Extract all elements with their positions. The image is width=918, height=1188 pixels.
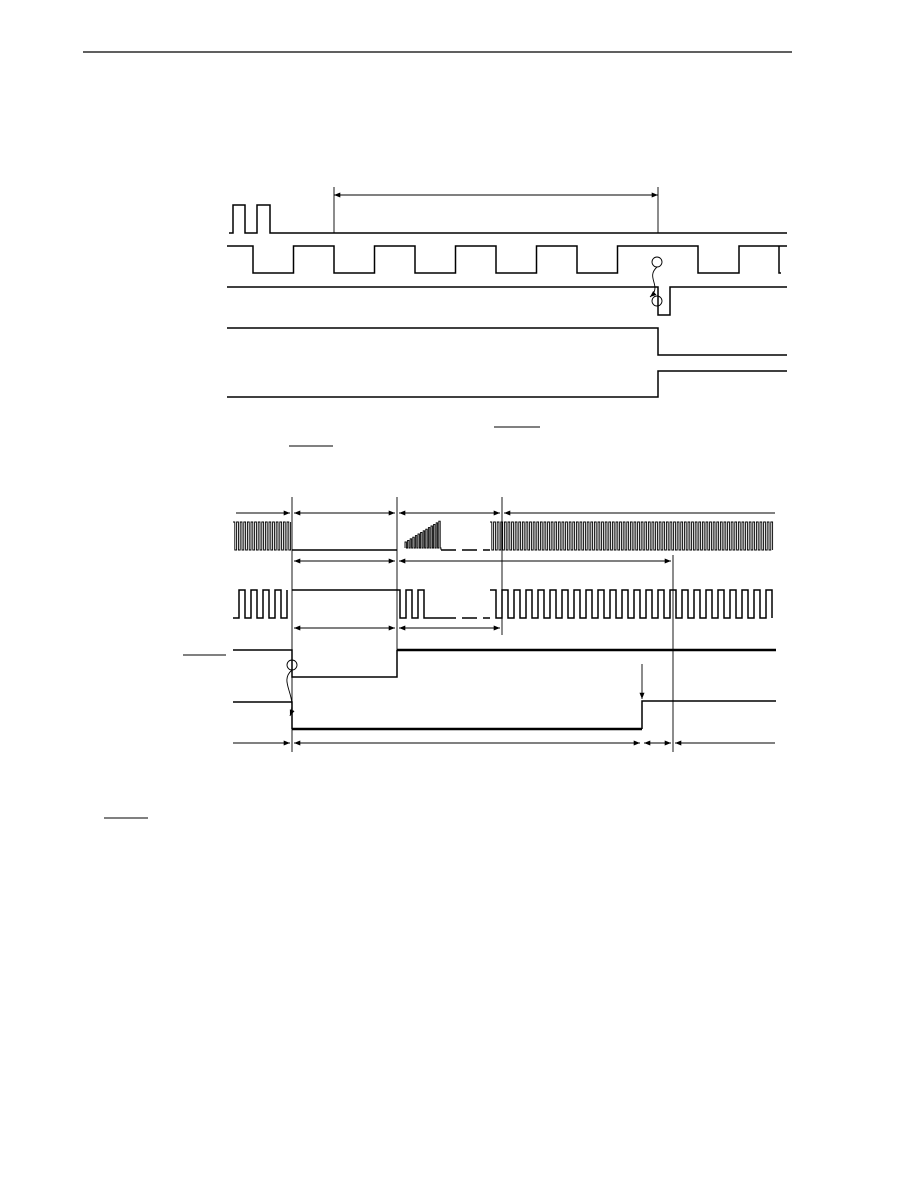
slow-clock-waveform: [227, 245, 787, 274]
cpu-clock-before: [233, 589, 288, 619]
main-clock-restart-ramp: [404, 520, 442, 550]
main-clock-burst-after: [490, 521, 774, 551]
pulse-train-waveform: [229, 204, 787, 234]
trigger-circle-clock: [651, 256, 663, 268]
main-clock-burst-before: [233, 521, 292, 551]
cpu-clock-restart: [397, 589, 441, 619]
causality-arrow-top: [649, 266, 658, 298]
status-line-b-waveform: [227, 370, 787, 398]
timing-diagram-top: [227, 187, 787, 447]
cpu-clock-after: [490, 589, 773, 619]
control-strobe-waveform: [227, 286, 787, 316]
overbar-signal-waveform: [233, 649, 398, 678]
causality-arrow-bottom: [286, 669, 295, 717]
timing-diagram-bottom: [183, 497, 776, 752]
status-line-a-waveform: [227, 327, 787, 356]
reset-line-rise: [641, 700, 776, 729]
trigger-circle-strobe: [651, 295, 663, 307]
reset-line-fall: [233, 701, 293, 729]
